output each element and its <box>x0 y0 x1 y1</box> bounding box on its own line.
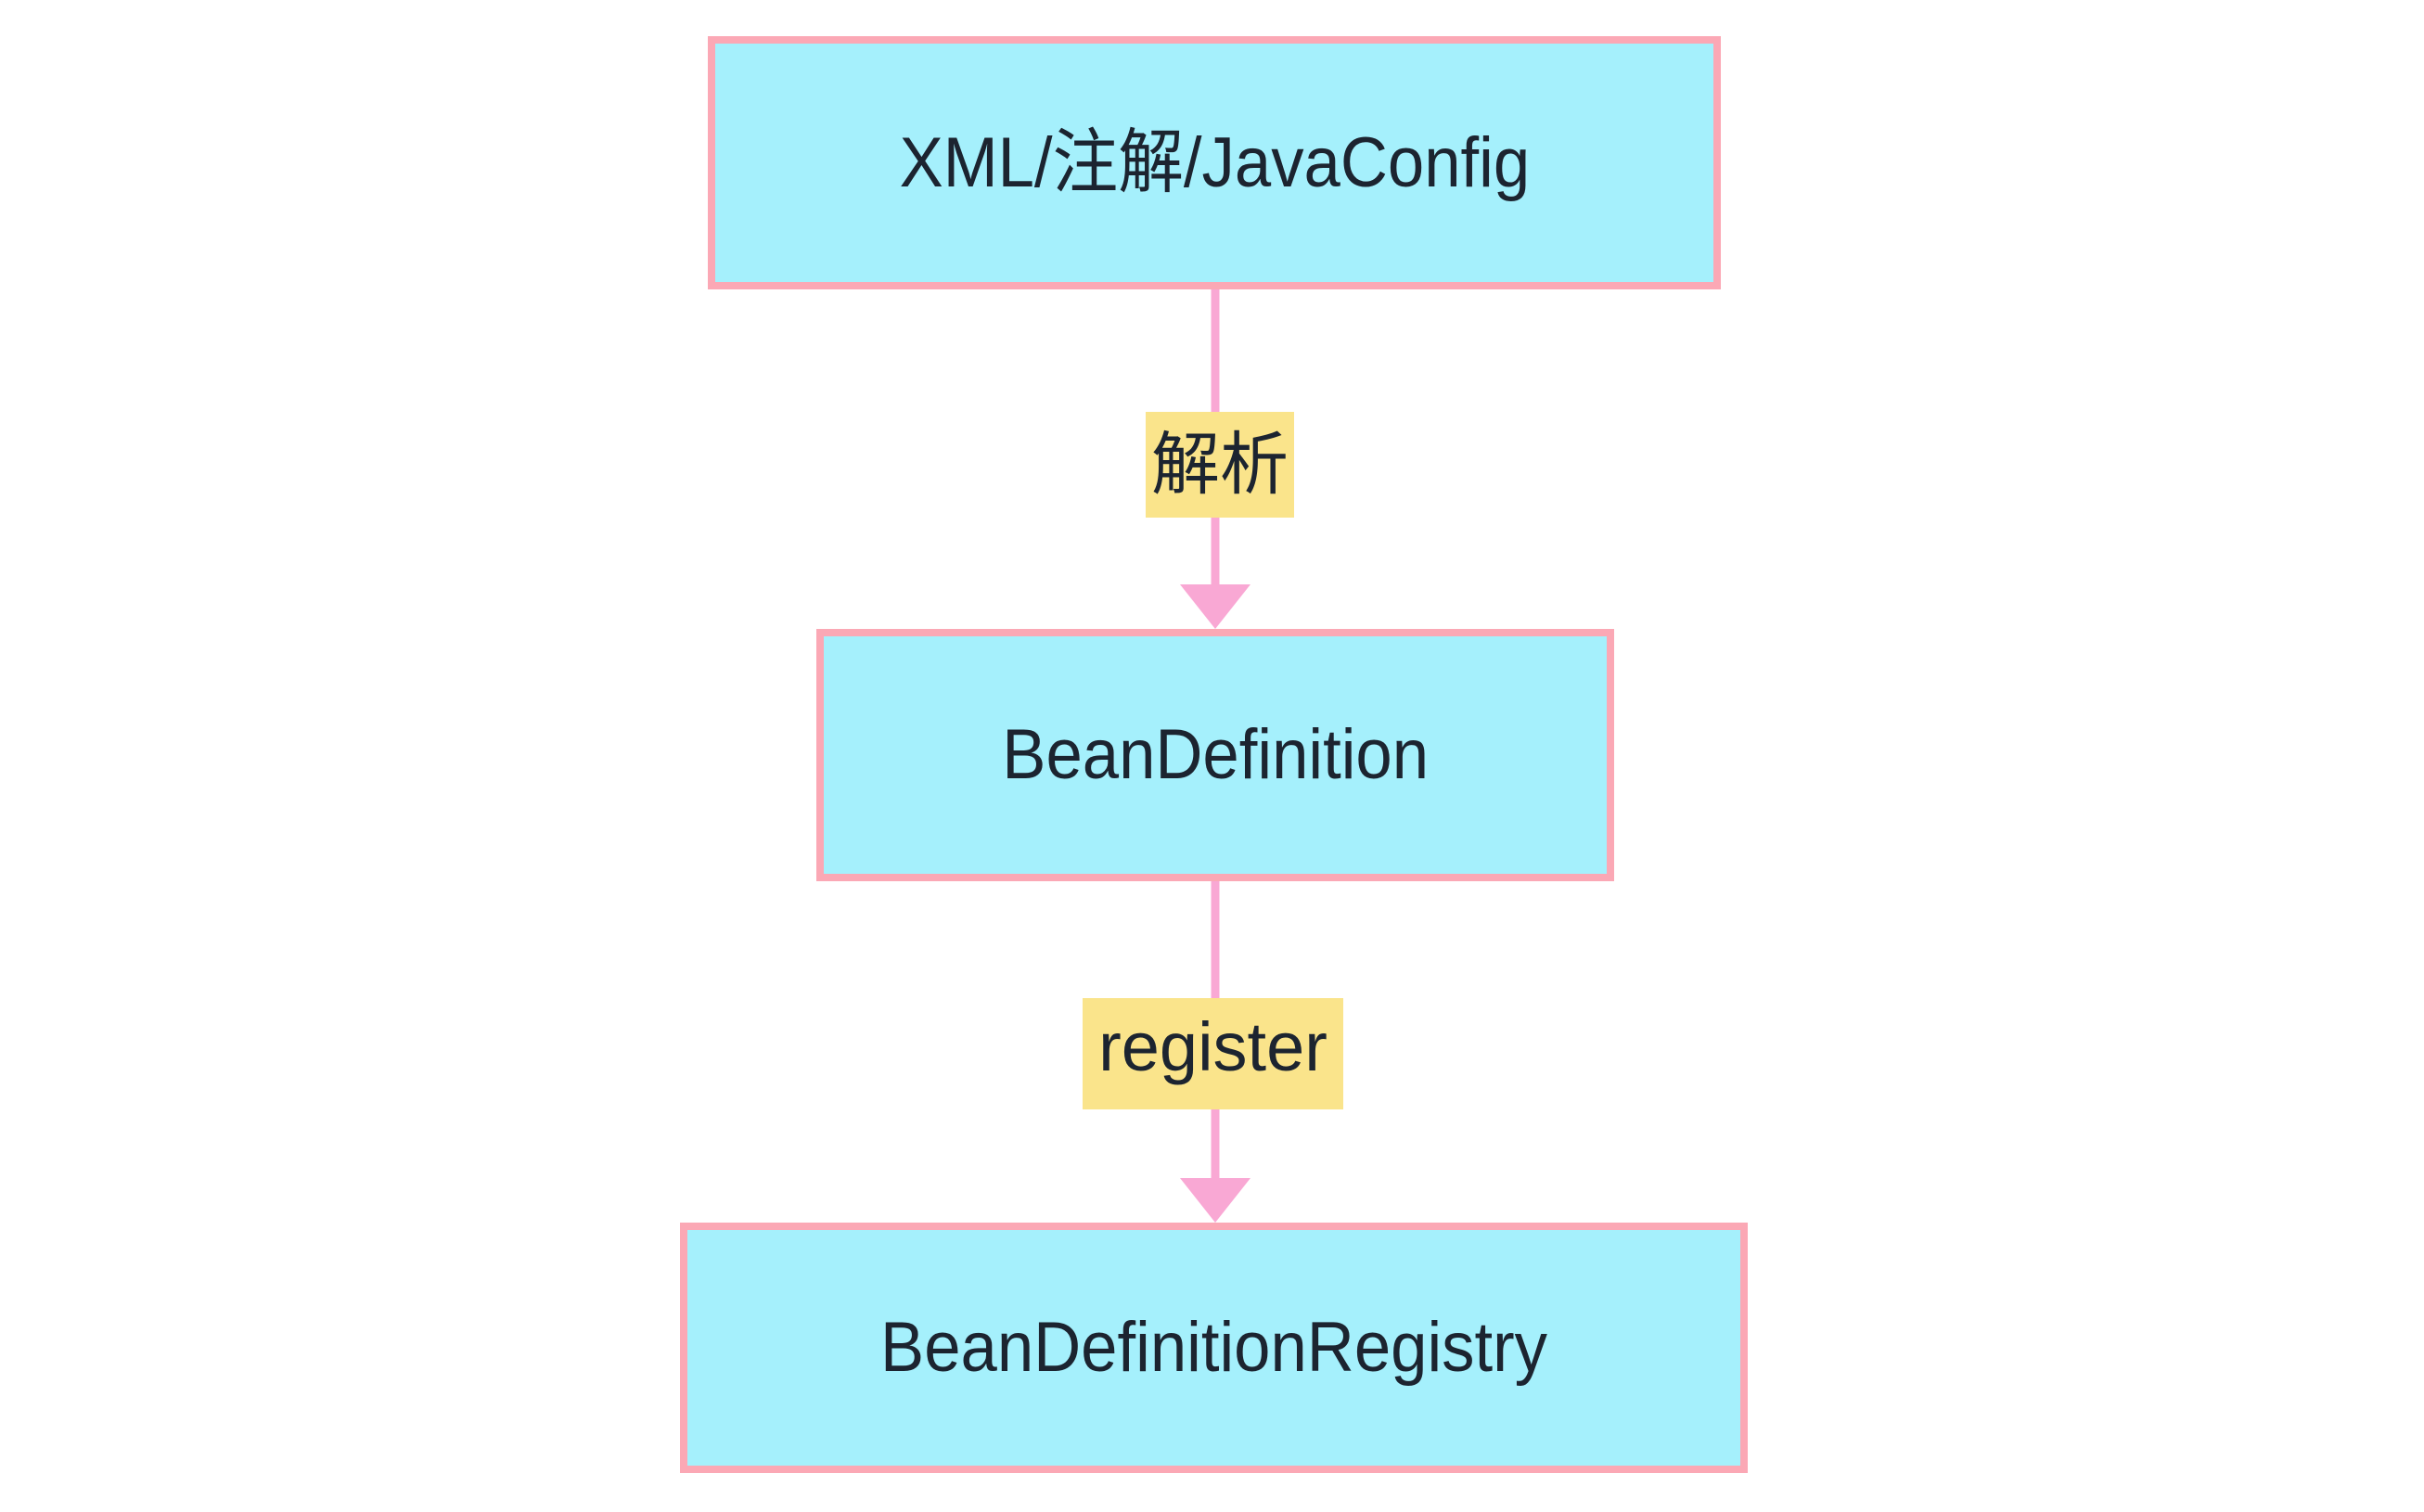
node-beandefinition[interactable]: BeanDefinition <box>816 629 1614 881</box>
edge-label-parse: 解析 <box>1146 412 1294 518</box>
node-label-source: XML/注解/JavaConfig <box>899 122 1530 202</box>
node-label-beandefinition: BeanDefinition <box>1002 715 1429 795</box>
node-label-registry: BeanDefinitionRegistry <box>880 1308 1547 1388</box>
edge-label-register-text: register <box>1098 1008 1327 1085</box>
node-beandefinitionregistry[interactable]: BeanDefinitionRegistry <box>680 1223 1748 1473</box>
edge-label-register: register <box>1083 998 1343 1109</box>
edge-label-parse-text: 解析 <box>1151 426 1289 503</box>
node-xml-annotation-javaconfig[interactable]: XML/注解/JavaConfig <box>708 36 1721 289</box>
